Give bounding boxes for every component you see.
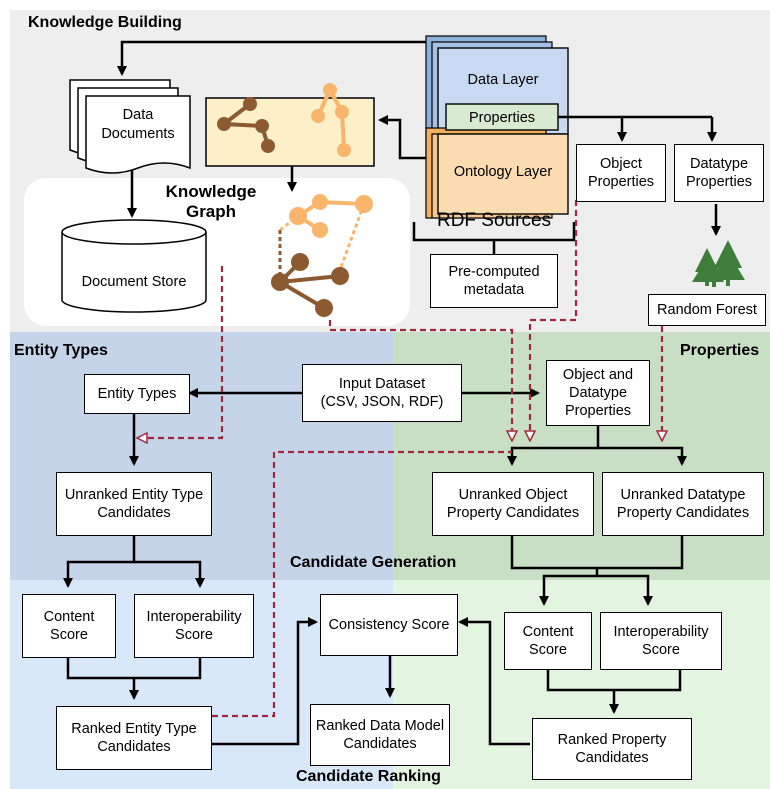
kg-icon-orange [311, 83, 351, 157]
section-knowledge-building: Knowledge Building [28, 14, 182, 31]
interop-score-left-box: Interoperability Score [134, 594, 254, 658]
section-candidate-ranking: Candidate Ranking [296, 768, 441, 785]
content-score-left-box: Content Score [22, 594, 116, 658]
data-documents-stack [69, 79, 191, 174]
entity-types-box: Entity Types [84, 374, 190, 414]
ranked-property-box: Ranked Property Candidates [532, 718, 692, 780]
rdf-sources-label: RDF Sources [436, 210, 552, 231]
input-dataset-line1: Input Dataset [338, 375, 426, 392]
section-entity-types: Entity Types [14, 342, 108, 359]
ranked-data-model-box: Ranked Data Model Candidates [310, 704, 450, 766]
knowledge-graph-icon [271, 194, 373, 317]
kg-shape-box [205, 97, 375, 167]
dashed-connectors [138, 200, 662, 718]
properties-layer-label: Properties [468, 110, 536, 126]
random-forest-box: Random Forest [648, 294, 766, 326]
ranked-entity-box: Ranked Entity Type Candidates [56, 706, 212, 770]
datatype-properties-box: Datatype Properties [674, 144, 764, 202]
document-store-label: Document Store [81, 274, 187, 290]
data-documents-label: Data Documents [101, 107, 175, 142]
unranked-datatype-box: Unranked Datatype Property Candidates [602, 472, 764, 536]
object-properties-box: Object Properties [576, 144, 666, 202]
unranked-entity-box: Unranked Entity Type Candidates [56, 472, 212, 536]
input-dataset-line2: (CSV, JSON, RDF) [320, 394, 444, 410]
section-properties: Properties [680, 342, 760, 359]
section-candidate-generation: Candidate Generation [290, 554, 457, 571]
kg-icon-brown [217, 97, 275, 153]
input-dataset-box: Input Dataset (CSV, JSON, RDF) [302, 364, 462, 422]
connectors [63, 40, 721, 746]
object-datatype-properties-box: Object and Datatype Properties [546, 360, 650, 426]
ontology-layer-label: Ontology Layer [453, 164, 553, 180]
document-store-cylinder [61, 219, 207, 313]
consistency-score-box: Consistency Score [320, 594, 458, 656]
data-layer-label: Data Layer [467, 72, 539, 88]
rdf-layers-stack [425, 35, 569, 219]
interop-score-right-box: Interoperability Score [600, 612, 722, 670]
content-score-right-box: Content Score [504, 612, 592, 670]
precomputed-metadata-box: Pre-computed metadata [430, 254, 558, 308]
knowledge-graph-label: Knowledge Graph [165, 182, 257, 222]
tree-icon [692, 240, 745, 287]
unranked-object-box: Unranked Object Property Candidates [432, 472, 594, 536]
